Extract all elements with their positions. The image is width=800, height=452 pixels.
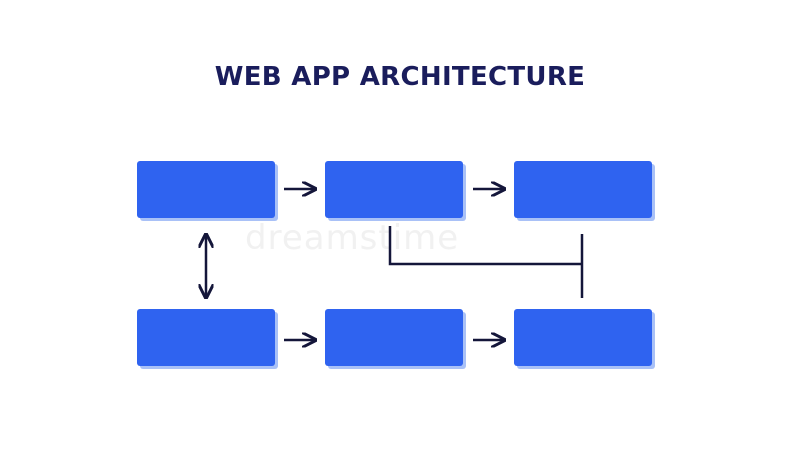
box-top-left <box>137 161 278 221</box>
diagram-title: WEB APP ARCHITECTURE <box>214 62 586 92</box>
box-top-right <box>514 161 655 221</box>
box-bottom-right <box>514 309 655 369</box>
box-top-middle <box>325 161 466 221</box>
box-bottom-middle <box>325 309 466 369</box>
box-bottom-left <box>137 309 278 369</box>
connector-middle-to-right-column <box>388 226 582 266</box>
